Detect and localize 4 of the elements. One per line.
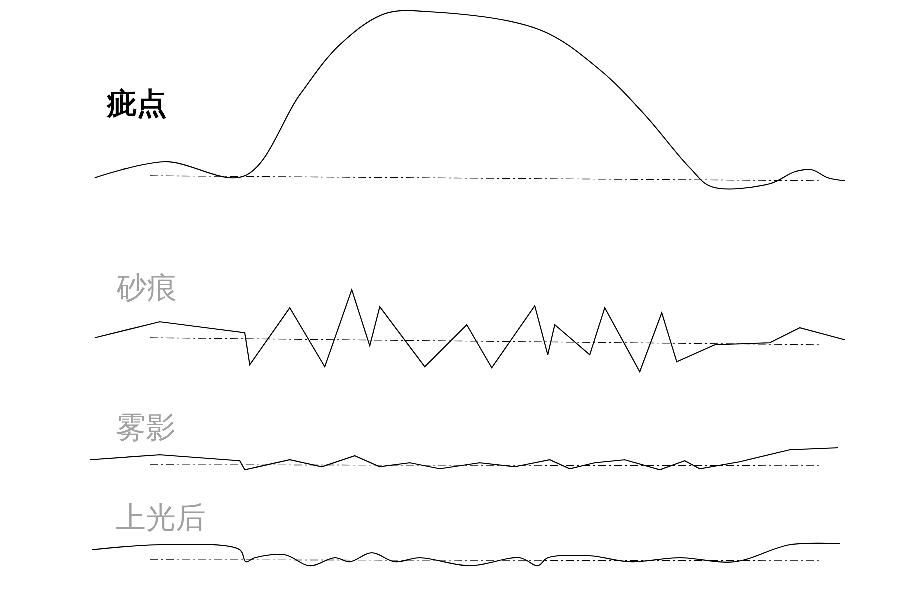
defect-label: 上光后 (116, 502, 206, 535)
defect-label: 砂痕 (117, 272, 177, 305)
defect-label: 疵点 (107, 88, 167, 121)
defect-label: 雾影 (116, 412, 176, 445)
